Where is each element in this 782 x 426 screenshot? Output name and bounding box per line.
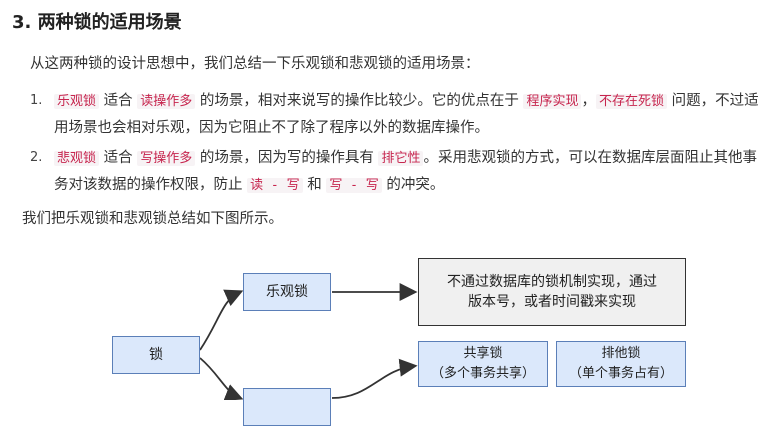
text-run: 的场景，因为写的操作具有 — [195, 150, 379, 166]
list-item-optimistic: 1. 乐观锁 适合 读操作多 的场景，相对来说写的操作比较少。它的优点在于 程序… — [24, 88, 769, 141]
highlight-term: 不存在死锁 — [595, 94, 667, 109]
list-number: 2. — [30, 150, 43, 165]
node-pessimistic-lock — [243, 388, 331, 426]
edge-root-optimistic — [199, 289, 244, 351]
intro-text: 从这两种锁的设计思想中，我们总结一下乐观锁和悲观锁的适用场景： — [30, 56, 480, 72]
node-optimistic-description: 不通过数据库的锁机制实现，通过 版本号，或者时间戳来实现 — [418, 258, 686, 326]
edge-pessimistic-shared — [331, 358, 418, 399]
summary-text: 我们把乐观锁和悲观锁总结如下图所示。 — [22, 211, 283, 227]
diagram-connectors — [199, 283, 418, 400]
node-lock-label: 锁 — [149, 347, 163, 363]
list-item-pessimistic: 2. 悲观锁 适合 写操作多 的场景，因为写的操作具有 排它性。采用悲观锁的方式… — [24, 145, 769, 199]
description-line: 不通过数据库的锁机制实现，通过 — [447, 274, 657, 290]
text-run: 的场景，相对来说写的操作比较少。它的优点在于 — [195, 93, 524, 109]
highlight-term: 写操作多 — [137, 151, 196, 166]
node-optimistic-lock: 乐观锁 — [243, 273, 331, 311]
node-exclusive-lock: 排他锁 （单个事务占有） — [556, 341, 686, 387]
edge-root-pessimistic — [199, 357, 244, 400]
text-run: 适合 — [99, 93, 138, 109]
text-run: 。采用悲观锁的方式，可以在数据库层面阻止其他事务对该数据的操作权限，防止 — [54, 150, 757, 193]
node-lock: 锁 — [112, 336, 200, 374]
text-run: 适合 — [99, 150, 138, 166]
list-number: 1. — [30, 93, 43, 108]
list-item-body: 悲观锁 适合 写操作多 的场景，因为写的操作具有 排它性。采用悲观锁的方式，可以… — [54, 145, 769, 199]
text-run: 的冲突。 — [381, 177, 445, 193]
list-item-body: 乐观锁 适合 读操作多 的场景，相对来说写的操作比较少。它的优点在于 程序实现，… — [54, 88, 769, 141]
highlight-term: 排它性 — [378, 151, 424, 166]
exclusive-lock-title: 排他锁 — [601, 346, 641, 361]
shared-lock-subtitle: （多个事务共享） — [430, 366, 535, 381]
node-shared-lock: 共享锁 （多个事务共享） — [418, 341, 548, 387]
text-run: ， — [581, 93, 596, 109]
text-run: 和 — [302, 177, 327, 193]
highlight-term: 乐观锁 — [54, 94, 100, 109]
highlight-term: 读操作多 — [137, 94, 196, 109]
exclusive-lock-subtitle: （单个事务占有） — [568, 366, 673, 381]
description-line: 版本号，或者时间戳来实现 — [468, 294, 636, 310]
highlight-term: 程序实现 — [523, 94, 582, 109]
highlight-term: 写 - 写 — [326, 178, 382, 193]
text-run: 问题，不过适用场景也会相对乐观，因为它阻止不了除了程序以外的数据库操作。 — [54, 93, 759, 136]
highlight-term: 悲观锁 — [54, 151, 100, 166]
highlight-term: 读 - 写 — [247, 178, 303, 193]
node-optimistic-label: 乐观锁 — [266, 284, 308, 300]
section-heading: 3. 两种锁的适用场景 — [12, 12, 182, 33]
shared-lock-title: 共享锁 — [463, 346, 503, 361]
